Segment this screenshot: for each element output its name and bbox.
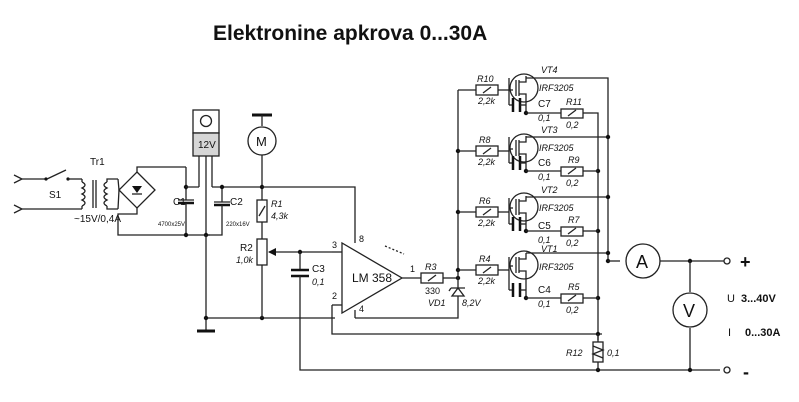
c4-label: C4	[538, 285, 551, 296]
shunt-r12: R12 0,1	[566, 334, 620, 370]
motor-label: M	[256, 134, 267, 149]
diagram-title: Elektronine apkrova 0...30A	[213, 22, 487, 45]
r4-value: 2,2k	[477, 276, 496, 286]
capacitor-c1: C1 4700x25V	[158, 184, 194, 238]
vt4-label: VT4	[541, 65, 558, 75]
r6-value: 2,2k	[477, 218, 496, 228]
transformer-tr1: Tr1 ~15V/0,4A	[74, 157, 121, 225]
resistor-r1: R1 4,3k	[256, 186, 356, 243]
c1-value: 4700x25V	[158, 222, 185, 228]
r10-label: R10	[477, 74, 494, 84]
current-label: I	[728, 327, 731, 339]
vt1-label: VT1	[541, 244, 558, 254]
c3-value: 0,1	[312, 277, 325, 287]
ammeter: A	[625, 243, 724, 279]
motor-fan: M	[247, 113, 277, 200]
r5-label: R5	[568, 282, 580, 292]
voltage-label: U	[727, 293, 735, 305]
voltage-regulator: 12V	[186, 109, 222, 235]
c5-label: C5	[538, 221, 551, 232]
vd1-label: VD1	[428, 298, 446, 308]
c2-value: 220x16V	[226, 222, 250, 228]
opamp-label: LM 358	[352, 271, 392, 285]
capacitor-c3: C3 0,1	[291, 249, 720, 371]
vd1-value: 8,2V	[462, 298, 482, 308]
minus-terminal-label: -	[743, 362, 749, 382]
stage-vt1: R4 2,2k VT1 IRF3205 C4 0,1 R5 0,2	[458, 244, 598, 315]
voltmeter: V	[672, 261, 708, 373]
c2-label: C2	[230, 197, 243, 208]
r8-label: R8	[479, 135, 491, 145]
voltmeter-label: V	[683, 301, 695, 321]
output-terminals: + - U 3...40V I 0...30A	[723, 252, 781, 382]
vt3-type: IRF3205	[539, 143, 575, 153]
c6-label: C6	[538, 158, 551, 169]
source-bus	[593, 112, 601, 373]
r1-value: 4,3k	[271, 211, 289, 221]
vt2-type: IRF3205	[539, 203, 575, 213]
r2-label: R2	[240, 243, 253, 254]
r11-value: 0,2	[566, 120, 579, 130]
plus-terminal-label: +	[740, 252, 751, 272]
zener-vd1: VD1 8,2V	[355, 275, 482, 319]
stage-vt4: R10 2,2k VT4 IRF3205 C7 0,1 R11 0,2	[458, 65, 593, 130]
current-range: 0...30A	[745, 327, 781, 339]
r8-value: 2,2k	[477, 157, 496, 167]
c7-value: 0,1	[538, 113, 551, 123]
bridge-rectifier	[117, 166, 210, 236]
vt3-label: VT3	[541, 125, 558, 135]
pin1-label: 1	[410, 264, 415, 274]
pin8-label: 8	[359, 234, 364, 244]
r11-label: R11	[566, 97, 582, 107]
r12-value: 0,1	[607, 348, 620, 358]
voltage-range: 3...40V	[741, 293, 777, 305]
r2-value: 1,0k	[236, 255, 254, 265]
r9-label: R9	[568, 155, 580, 165]
r4-label: R4	[479, 254, 491, 264]
pin2-label: 2	[332, 291, 337, 301]
r5-value: 0,2	[566, 305, 579, 315]
gate-bus	[455, 90, 461, 278]
tr1-spec: ~15V/0,4A	[74, 214, 121, 225]
vt1-type: IRF3205	[539, 262, 575, 272]
c6-value: 0,1	[538, 172, 551, 182]
stage-vt3: R8 2,2k VT3 IRF3205 C6 0,1 R9 0,2	[458, 125, 598, 188]
r3-label: R3	[425, 262, 437, 272]
capacitor-c2: C2 220x16V	[203, 184, 262, 238]
opamp-lm358: LM 358 3 8 2 4 1	[331, 234, 602, 335]
r10-value: 2,2k	[477, 96, 496, 106]
mains-input	[13, 174, 82, 214]
resistor-r3: R3 330	[402, 262, 458, 296]
stage-vt2: R6 2,2k VT2 IRF3205 C5 0,1 R7 0,2	[458, 185, 598, 248]
r6-label: R6	[479, 196, 491, 206]
s1-label: S1	[49, 190, 62, 201]
c3-label: C3	[312, 264, 325, 275]
c1-label: C1	[173, 197, 186, 208]
pin4-label: 4	[359, 304, 364, 314]
c4-value: 0,1	[538, 299, 551, 309]
drain-bus	[526, 77, 620, 264]
r1-label: R1	[271, 199, 283, 209]
c7-label: C7	[538, 99, 551, 110]
r7-value: 0,2	[566, 238, 579, 248]
r9-value: 0,2	[566, 178, 579, 188]
tr1-label: Tr1	[90, 157, 105, 168]
r12-label: R12	[566, 348, 583, 358]
c5-value: 0,1	[538, 235, 551, 245]
vt2-label: VT2	[541, 185, 558, 195]
r3-value: 330	[425, 286, 440, 296]
pin3-label: 3	[332, 240, 337, 250]
vt4-type: IRF3205	[539, 83, 575, 93]
regulator-label: 12V	[198, 140, 216, 151]
ammeter-label: A	[636, 252, 648, 272]
switch-s1: S1	[44, 169, 82, 201]
r7-label: R7	[568, 215, 580, 225]
